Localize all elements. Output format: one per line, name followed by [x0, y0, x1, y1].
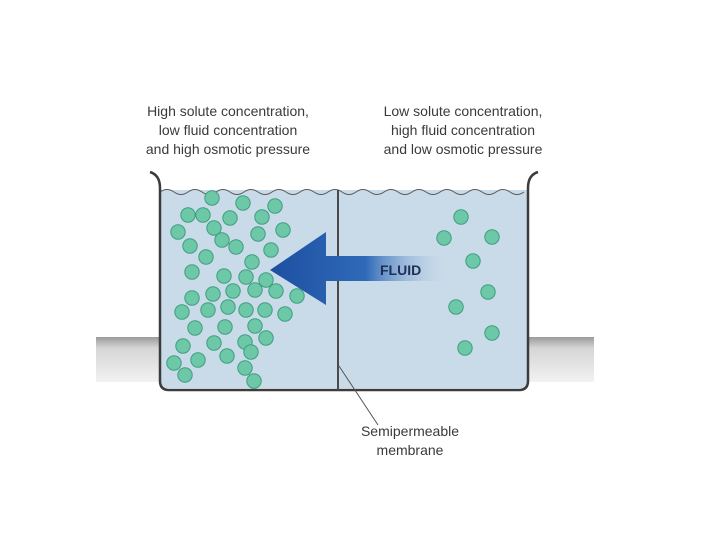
membrane-label-line-1: Semipermeable: [360, 423, 460, 439]
solute-particle: [206, 335, 222, 351]
solute-particle: [258, 330, 274, 346]
solute-particle: [206, 220, 222, 236]
solute-particle: [198, 249, 214, 265]
solute-particle: [275, 222, 291, 238]
solute-particle: [225, 283, 241, 299]
right-compartment-label: Low solute concentration, high fluid con…: [353, 102, 573, 159]
solute-particle: [182, 238, 198, 254]
membrane-label-line-2: membrane: [376, 442, 444, 458]
solute-particle: [480, 284, 496, 300]
solute-particle: [247, 282, 263, 298]
fluid-arrow-body: [270, 232, 444, 305]
fluid-arrow-label: FLUID: [380, 262, 421, 278]
solute-particle: [436, 230, 452, 246]
solute-particle: [484, 229, 500, 245]
solute-particle: [448, 299, 464, 315]
solute-particle: [220, 299, 236, 315]
solute-particle: [216, 268, 232, 284]
solute-particle: [228, 239, 244, 255]
water-surface: [159, 189, 525, 195]
solute-particle: [247, 318, 263, 334]
solute-particle: [217, 319, 233, 335]
solute-particle: [246, 373, 262, 389]
solute-particle: [457, 340, 473, 356]
solute-particle: [484, 325, 500, 341]
solute-particle: [200, 302, 216, 318]
solute-particle: [184, 290, 200, 306]
solute-particle: [214, 232, 230, 248]
solute-particle: [205, 286, 221, 302]
solute-particle: [289, 288, 305, 304]
left-label-line-3: and high osmotic pressure: [145, 141, 311, 157]
solute-particle: [175, 338, 191, 354]
solute-particle: [235, 195, 251, 211]
solute-particle: [267, 198, 283, 214]
membrane-pointer-line: [338, 365, 379, 426]
solute-particle: [170, 224, 186, 240]
solute-particle: [184, 264, 200, 280]
solute-particle: [190, 352, 206, 368]
solute-particle: [238, 302, 254, 318]
solute-particle: [219, 348, 235, 364]
left-label-line-1: High solute concentration,: [147, 103, 309, 119]
solute-particle: [254, 209, 270, 225]
solute-particle: [257, 302, 273, 318]
right-label-line-2: high fluid concentration: [391, 122, 535, 138]
solute-particle: [250, 226, 266, 242]
solute-particle: [222, 210, 238, 226]
solute-particle: [174, 304, 190, 320]
solute-particles-left: [166, 190, 305, 389]
solute-particle: [268, 283, 284, 299]
right-label-line-3: and low osmotic pressure: [383, 141, 543, 157]
solute-particle: [237, 360, 253, 376]
solute-particle: [277, 306, 293, 322]
solute-particle: [243, 344, 259, 360]
solute-particle: [258, 272, 274, 288]
solute-particle: [166, 355, 182, 371]
solute-particle: [263, 242, 279, 258]
left-label-line-2: low fluid concentration: [158, 122, 298, 138]
solute-particle: [180, 207, 196, 223]
solute-particle: [187, 320, 203, 336]
solute-particle: [238, 269, 254, 285]
fluid-arrow: FLUID: [270, 232, 444, 305]
solute-particle: [195, 207, 211, 223]
solute-particle: [244, 254, 260, 270]
membrane-label: Semipermeable membrane: [340, 422, 480, 460]
right-label-line-1: Low solute concentration,: [383, 103, 543, 119]
solute-particle: [465, 253, 481, 269]
solute-particle: [177, 367, 193, 383]
left-compartment-label: High solute concentration, low fluid con…: [118, 102, 338, 159]
container-outline: [149, 170, 539, 392]
solute-particle: [453, 209, 469, 225]
solute-particle: [204, 190, 220, 206]
solute-particles-right: [436, 209, 500, 356]
